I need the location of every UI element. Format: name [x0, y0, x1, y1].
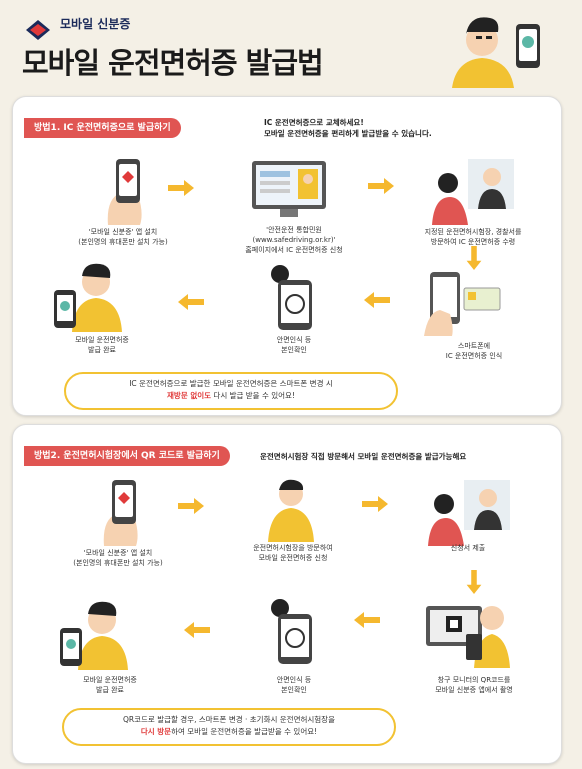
- arrow-left-icon: [184, 622, 210, 638]
- face-recognition-phone-icon: [271, 265, 312, 330]
- arrow-left-icon: [354, 612, 380, 628]
- arrow-left-icon: [364, 292, 390, 308]
- method1-intro-2: 모바일 운전면허증을 편리하게 발급받을 수 있습니다.: [264, 129, 432, 138]
- m2-step3-caption: 신청서 제출: [450, 544, 486, 552]
- arrow-down-icon: [466, 570, 482, 594]
- page-title: 모바일 운전면허증 발급법: [22, 46, 324, 80]
- app-install-phone-icon: [107, 159, 142, 225]
- visit-office-person-icon: [268, 479, 314, 542]
- arrow-right-icon: [168, 180, 194, 196]
- app-install-phone-icon: [103, 480, 138, 546]
- completed-person-icon: [54, 263, 122, 332]
- m2-step1-caption: '모바일 신분증' 앱 설치(본인명의 휴대폰만 설치 가능): [73, 549, 163, 567]
- face-recognition-phone-icon: [271, 599, 312, 664]
- arrow-right-icon: [178, 498, 204, 514]
- arrow-right-icon: [368, 178, 394, 194]
- method1-tag: 방법1. IC 운전면허증으로 발급하기: [24, 118, 181, 138]
- method1-intro-1: IC 운전면허증으로 교체하세요!: [264, 118, 364, 127]
- person-with-phone-icon: [430, 8, 550, 88]
- computer-monitor-icon: [252, 161, 326, 217]
- ic-license-scan-icon: [424, 272, 501, 336]
- license-office-counter-icon: [432, 159, 514, 225]
- completed-person-icon: [60, 601, 128, 670]
- qr-code-monitor-icon: [426, 606, 510, 668]
- arrow-right-icon: [362, 496, 388, 512]
- m1-step2-caption: '안전운전 통합민원(www.safedriving.or.kr)'홈페이지에서…: [245, 226, 343, 254]
- m1-step1-caption: '모바일 신분증' 앱 설치(본인명의 휴대폰만 설치 가능): [78, 228, 168, 246]
- method1-panel: [12, 96, 562, 416]
- method2-tag: 방법2. 운전면허시험장에서 QR 코드로 발급하기: [24, 446, 230, 466]
- method1-note-highlight: 재방문 없이도: [167, 391, 212, 400]
- brand-name: 모바일 신분증: [60, 17, 131, 31]
- brand-logo-icon: [26, 20, 50, 40]
- method2-intro: 운전면허시험장 직접 방문해서 모바일 운전면허증을 발급가능해요: [260, 452, 467, 461]
- method2-note: QR코드로 발급할 경우, 스마트폰 변경 · 초기화시 운전면허시험장을 다시…: [62, 708, 396, 746]
- method1-note: IC 운전면허증으로 발급한 모바일 운전면허증은 스마트폰 변경 시 재방문 …: [64, 372, 398, 410]
- arrow-left-icon: [178, 294, 204, 310]
- arrow-down-icon: [466, 246, 482, 270]
- submit-form-counter-icon: [428, 480, 510, 546]
- method2-note-highlight: 다시 방문: [140, 727, 172, 736]
